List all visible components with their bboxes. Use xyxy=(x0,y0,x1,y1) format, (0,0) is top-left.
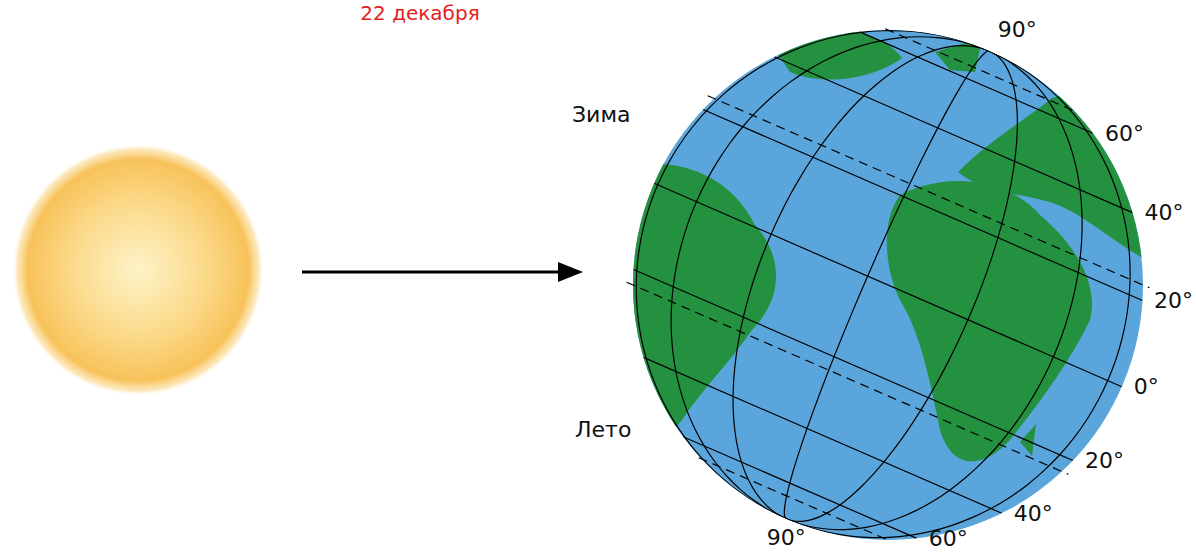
latitude-label: 20° xyxy=(1085,448,1124,473)
meridian xyxy=(786,51,1082,530)
season-label: Зима xyxy=(572,102,630,127)
meridian xyxy=(786,51,1130,537)
tropic-line xyxy=(627,282,1069,474)
tropic-lines xyxy=(627,29,1150,541)
season-label: Лето xyxy=(575,417,631,442)
sun xyxy=(12,144,264,396)
parallel xyxy=(654,183,1122,386)
meridian xyxy=(733,46,990,519)
parallel xyxy=(644,357,1002,513)
latitude-label: 40° xyxy=(1014,501,1053,526)
meridian xyxy=(636,31,989,519)
arrow-head xyxy=(558,262,583,282)
meridian xyxy=(671,37,990,519)
parallel xyxy=(633,269,1072,460)
tropic-line xyxy=(708,96,1150,288)
latitude-label: 40° xyxy=(1144,200,1183,225)
latitude-label: 90° xyxy=(998,17,1037,42)
meridian xyxy=(786,51,1017,521)
graticule xyxy=(633,31,1142,539)
parallel xyxy=(774,57,1132,213)
latitude-label: 90° xyxy=(767,525,806,550)
meridian xyxy=(784,51,989,519)
latitude-label: 60° xyxy=(929,526,968,551)
latitude-label: 20° xyxy=(1154,288,1193,313)
parallel xyxy=(703,109,1142,300)
tropic-line xyxy=(885,29,1077,113)
latitude-label: 0° xyxy=(1134,374,1159,399)
latitude-label: 60° xyxy=(1105,121,1144,146)
date-title: 22 декабря xyxy=(360,2,479,25)
sunlight-arrow xyxy=(302,271,560,274)
